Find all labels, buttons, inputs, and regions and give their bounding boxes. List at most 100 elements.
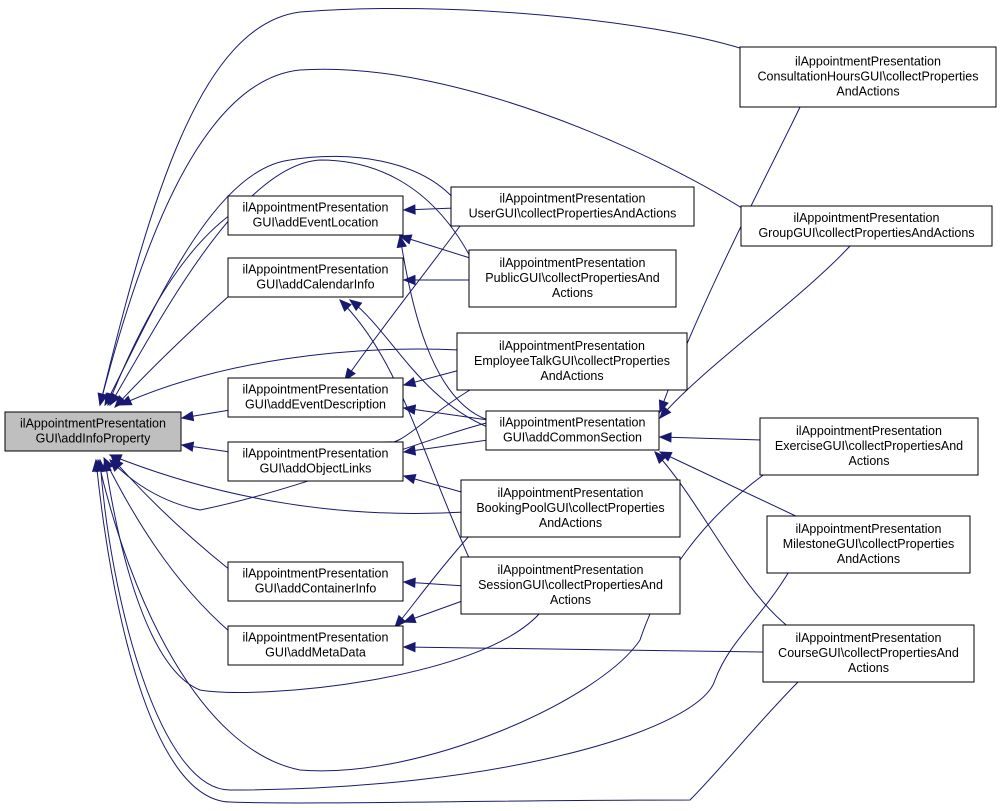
node-box	[762, 624, 975, 683]
edge-userGUI-to-eventDescription	[344, 225, 461, 381]
edge-milestoneGUI-to-commonSection	[659, 451, 801, 519]
node-label-line: ilAppointmentPresentation	[498, 486, 644, 500]
node-label-line: ilAppointmentPresentation	[243, 447, 389, 461]
node-label-line: SessionGUI\collectPropertiesAnd	[478, 578, 663, 592]
node-label-line: AndActions	[540, 369, 603, 383]
arrowhead	[396, 234, 407, 249]
node-label-line: Actions	[552, 286, 593, 300]
node-courseGUI[interactable]: ilAppointmentPresentationCourseGUI\colle…	[762, 624, 975, 683]
node-label-line: AndActions	[837, 552, 900, 566]
node-milestoneGUI[interactable]: ilAppointmentPresentationMilestoneGUI\co…	[766, 515, 971, 574]
node-box	[460, 479, 681, 538]
node-label-line: GUI\addCommonSection	[503, 431, 642, 445]
node-box	[739, 46, 997, 108]
edge-courseGUI-to-root	[95, 459, 801, 804]
node-label-line: GUI\addContainerInfo	[255, 582, 377, 596]
arrowhead	[658, 432, 672, 443]
arrowhead	[402, 613, 417, 624]
node-label-line: ilAppointmentPresentation	[795, 55, 941, 69]
node-label-line: GUI\addEventDescription	[245, 398, 386, 412]
arrowhead	[348, 299, 363, 312]
node-box	[450, 186, 695, 227]
arrowhead	[654, 451, 667, 464]
node-box	[740, 205, 993, 247]
node-commonSection[interactable]: ilAppointmentPresentationGUI\addCommonSe…	[485, 410, 660, 451]
node-label-line: GUI\addEventLocation	[253, 216, 379, 230]
edge-commonSection-to-eventLocation	[399, 235, 489, 421]
edge-publicGUI-to-root	[109, 159, 473, 406]
node-label-line: ilAppointmentPresentation	[500, 416, 646, 430]
edge-commonSection-to-calendarInfo	[349, 299, 491, 429]
arrowhead	[109, 392, 121, 407]
arrowhead	[91, 458, 103, 472]
node-box	[485, 410, 660, 451]
edge-employeeTalkGUI-to-root	[119, 348, 461, 406]
node-label-line: AndActions	[539, 516, 602, 530]
node-label-line: ilAppointmentPresentation	[243, 383, 389, 397]
arrowhead	[344, 367, 356, 382]
edge-groupGUI-to-root	[99, 68, 746, 406]
arrowhead	[108, 454, 123, 465]
node-label-line: EmployeeTalkGUI\collectProperties	[474, 354, 670, 368]
arrowhead	[180, 441, 195, 452]
node-label-line: ilAppointmentPresentation	[243, 263, 389, 277]
node-employeeTalkGUI[interactable]: ilAppointmentPresentationEmployeeTalkGUI…	[456, 332, 688, 391]
node-label-line: Actions	[848, 661, 889, 675]
node-userGUI[interactable]: ilAppointmentPresentationUserGUI\collect…	[450, 186, 695, 227]
edge-userGUI-to-root	[104, 155, 456, 406]
node-label-line: UserGUI\collectPropertiesAndActions	[469, 207, 677, 221]
arrowhead	[402, 404, 417, 415]
node-label-line: ilAppointmentPresentation	[500, 192, 646, 206]
arrowhead	[402, 474, 417, 485]
arrowhead	[97, 392, 108, 407]
node-label-line: Actions	[550, 593, 591, 607]
node-box	[227, 561, 404, 602]
node-label-line: Actions	[849, 454, 890, 468]
node-label-line: ilAppointmentPresentation	[243, 567, 389, 581]
node-calendarInfo[interactable]: ilAppointmentPresentationGUI\addCalendar…	[227, 257, 404, 298]
edge-publicGUI-to-eventLocation	[399, 235, 471, 259]
node-label-line: ConsultationHoursGUI\collectProperties	[758, 70, 979, 84]
arrowhead	[104, 392, 116, 407]
edge-commonSection-to-objectLinks	[403, 439, 489, 453]
node-groupGUI[interactable]: ilAppointmentPresentationGroupGUI\collec…	[740, 205, 993, 247]
edge-bookingPoolGUI-to-root	[109, 454, 466, 514]
node-eventLocation[interactable]: ilAppointmentPresentationGUI\addEventLoc…	[227, 195, 404, 236]
edge-exerciseGUI-to-commonSection	[659, 436, 763, 441]
edge-commonSection-to-root	[109, 421, 491, 511]
node-exerciseGUI[interactable]: ilAppointmentPresentationExerciseGUI\col…	[759, 417, 979, 476]
arrowhead	[118, 395, 133, 406]
node-box	[468, 249, 677, 308]
node-label-line: ilAppointmentPresentation	[243, 201, 389, 215]
node-root[interactable]: ilAppointmentPresentationGUI\addInfoProp…	[4, 411, 182, 452]
node-box	[227, 625, 404, 666]
arrowhead	[402, 274, 416, 286]
edge-courseGUI-to-metaData	[403, 646, 767, 653]
arrowhead	[398, 234, 413, 245]
node-box	[4, 411, 182, 452]
edge-commonSection-to-eventDescription	[403, 407, 489, 421]
node-eventDescription[interactable]: ilAppointmentPresentationGUI\addEventDes…	[227, 377, 404, 418]
node-objectLinks[interactable]: ilAppointmentPresentationGUI\addObjectLi…	[227, 441, 404, 482]
arrowhead	[109, 459, 122, 472]
arrowhead	[394, 614, 407, 628]
arrowhead	[180, 410, 195, 422]
node-containerInfo[interactable]: ilAppointmentPresentationGUI\addContaine…	[227, 561, 404, 602]
node-bookingPoolGUI[interactable]: ilAppointmentPresentationBookingPoolGUI\…	[460, 479, 681, 538]
node-label-line: ilAppointmentPresentation	[243, 631, 389, 645]
node-label-line: ilAppointmentPresentation	[796, 522, 942, 536]
node-box	[460, 556, 681, 615]
node-sessionGUI[interactable]: ilAppointmentPresentationSessionGUI\coll…	[460, 556, 681, 615]
node-label-line: PublicGUI\collectPropertiesAnd	[485, 271, 659, 285]
arrowhead	[402, 204, 416, 215]
node-publicGUI[interactable]: ilAppointmentPresentationPublicGUI\colle…	[468, 249, 677, 308]
edge-milestoneGUI-to-root	[99, 459, 791, 791]
node-consultationGUI[interactable]: ilAppointmentPresentationConsultationHou…	[739, 46, 997, 108]
node-label-line: ExerciseGUI\collectPropertiesAnd	[775, 439, 963, 453]
arrowhead	[402, 445, 417, 456]
node-label-line: CourseGUI\collectPropertiesAnd	[778, 646, 959, 660]
node-label-line: ilAppointmentPresentation	[20, 417, 166, 431]
arrowhead	[402, 376, 417, 388]
